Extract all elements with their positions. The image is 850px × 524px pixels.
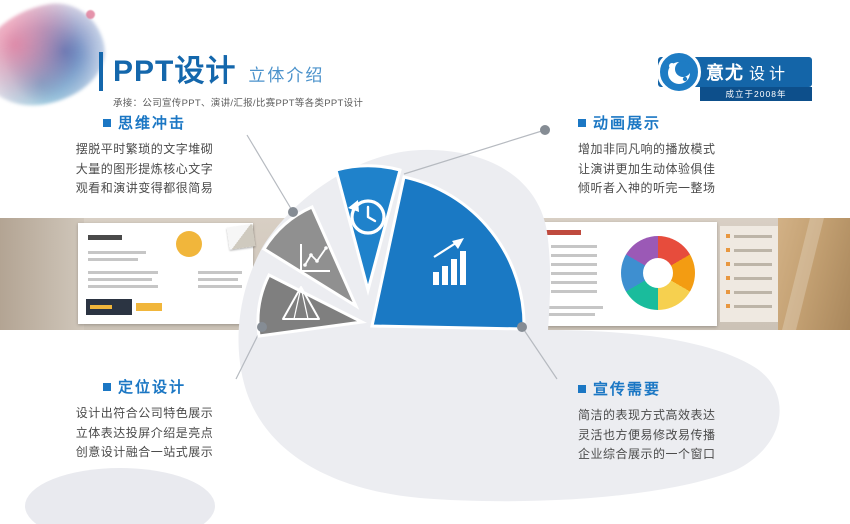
section-mind: 思维冲击 摆脱平时繁琐的文字堆砌 大量的图形提炼核心文字 观看和演讲变得都很简易 bbox=[62, 112, 227, 199]
section-line: 让演讲更加生动体验俱佳 bbox=[578, 161, 716, 176]
section-line: 企业综合展示的一个窗口 bbox=[578, 447, 716, 461]
title-accent-bar bbox=[99, 52, 103, 91]
connector-mind bbox=[246, 134, 294, 213]
section-line: 摆脱平时繁琐的文字堆砌 bbox=[75, 142, 214, 156]
section-heading: 思维冲击 bbox=[117, 115, 186, 132]
portfolio-photo-strip bbox=[0, 208, 850, 340]
bullet-square bbox=[102, 382, 111, 391]
watercolor-dot bbox=[86, 10, 95, 19]
header: PPT设计 立体介绍 承接：公司宣传PPT、演讲/汇报/比赛PPT等各类PPT设… bbox=[113, 46, 363, 109]
connector-positioning bbox=[235, 326, 263, 380]
portfolio-notes-panel bbox=[720, 226, 778, 322]
bullet-square bbox=[578, 384, 586, 393]
cardboard-photo bbox=[778, 208, 850, 340]
connector-promotion bbox=[521, 326, 558, 380]
section-line: 创意设计融合一站式展示 bbox=[75, 445, 214, 459]
section-positioning: 定位设计 设计出符合公司特色展示 立体表达投屏介绍是亮点 创意设计融合一站式展示 bbox=[62, 376, 227, 463]
brand-name-bold: 意尤 bbox=[706, 63, 744, 83]
background-blob-small bbox=[25, 468, 215, 524]
bullet-square bbox=[102, 118, 111, 127]
section-line: 立体表达投屏介绍是亮点 bbox=[75, 425, 214, 440]
yellow-box-decoration bbox=[136, 303, 162, 311]
cube-decoration bbox=[226, 224, 256, 250]
brand-name-light: 设计 bbox=[749, 66, 790, 83]
brand-since: 成立于2008年 bbox=[700, 87, 812, 101]
bullet-square bbox=[578, 118, 586, 127]
brand-pill: 意尤 设计 bbox=[657, 50, 812, 94]
portfolio-slide-right bbox=[535, 222, 717, 326]
tagline: 承接：公司宣传PPT、演讲/汇报/比赛PPT等各类PPT设计 bbox=[113, 98, 364, 109]
flower-diagram-decoration bbox=[621, 236, 695, 310]
logo-box-decoration bbox=[86, 299, 132, 315]
palette-logo-icon bbox=[668, 61, 691, 84]
section-line: 灵活也方便易修改易传播 bbox=[578, 427, 716, 442]
photo-shade bbox=[0, 218, 84, 330]
yellow-circle-decoration bbox=[176, 231, 202, 257]
section-promotion: 宣传需要 简洁的表现方式高效表达 灵活也方便易修改易传播 企业综合展示的一个窗口 bbox=[578, 378, 753, 465]
brand-badge: 意尤 设计 成立于2008年 bbox=[657, 50, 812, 101]
section-heading: 动画展示 bbox=[593, 115, 662, 132]
page-title: PPT设计 bbox=[113, 55, 237, 88]
dot-mind bbox=[288, 207, 298, 217]
page-subtitle: 立体介绍 bbox=[248, 66, 325, 85]
dot-animation bbox=[540, 125, 550, 135]
section-line: 倾听者入神的听完一整场 bbox=[578, 181, 716, 195]
section-line: 设计出符合公司特色展示 bbox=[75, 406, 214, 420]
section-heading: 定位设计 bbox=[117, 379, 186, 396]
section-line: 大量的图形提炼核心文字 bbox=[75, 161, 214, 176]
brand-logo bbox=[657, 50, 701, 94]
section-line: 简洁的表现方式高效表达 bbox=[578, 408, 716, 422]
section-line: 增加非同凡响的播放模式 bbox=[578, 142, 716, 156]
section-heading: 宣传需要 bbox=[593, 381, 662, 398]
portfolio-slide-left bbox=[78, 223, 253, 324]
connector-animation bbox=[403, 129, 546, 175]
section-line: 观看和演讲变得都很简易 bbox=[75, 181, 214, 195]
watercolor-decoration bbox=[0, 0, 113, 115]
section-animation: 动画展示 增加非同凡响的播放模式 让演讲更加生动体验俱佳 倾听者入神的听完一整场 bbox=[578, 112, 753, 199]
